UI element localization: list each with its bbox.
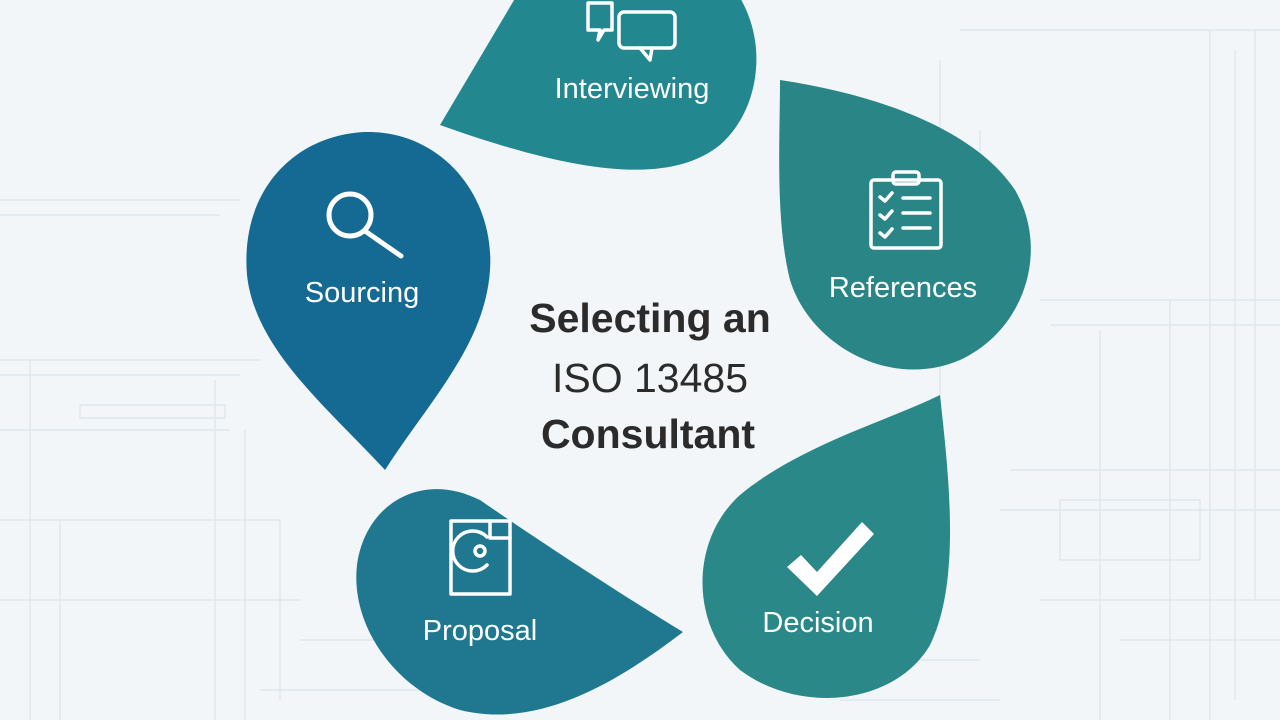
step-sourcing-shape [246, 131, 491, 471]
step-proposal-label: Proposal [423, 615, 537, 647]
title-line-1: Selecting an [529, 295, 771, 341]
magnifying-glass-icon [326, 191, 404, 259]
step-references: References [779, 80, 1031, 370]
step-references-shape [779, 80, 1031, 370]
step-decision-label: Decision [762, 607, 873, 639]
step-proposal-shape [356, 489, 683, 715]
step-decision: Decision [702, 395, 951, 698]
chat-bubbles-icon [586, 1, 677, 62]
step-references-label: References [829, 272, 977, 304]
document-icon [449, 519, 512, 596]
step-proposal: Proposal [356, 489, 683, 715]
step-interviewing: Interviewing [440, 0, 757, 170]
clipboard-checklist-icon [869, 170, 943, 250]
title-line-3: Consultant [541, 411, 755, 457]
step-decision-shape [702, 395, 951, 698]
checkmark-icon [787, 522, 874, 596]
step-interviewing-label: Interviewing [555, 73, 710, 105]
step-sourcing: Sourcing [246, 131, 491, 471]
step-sourcing-label: Sourcing [305, 277, 419, 309]
diagram-title: Selecting an ISO 13485 Consultant [529, 295, 771, 457]
title-line-2: ISO 13485 [552, 355, 748, 401]
step-interviewing-shape [440, 0, 757, 170]
